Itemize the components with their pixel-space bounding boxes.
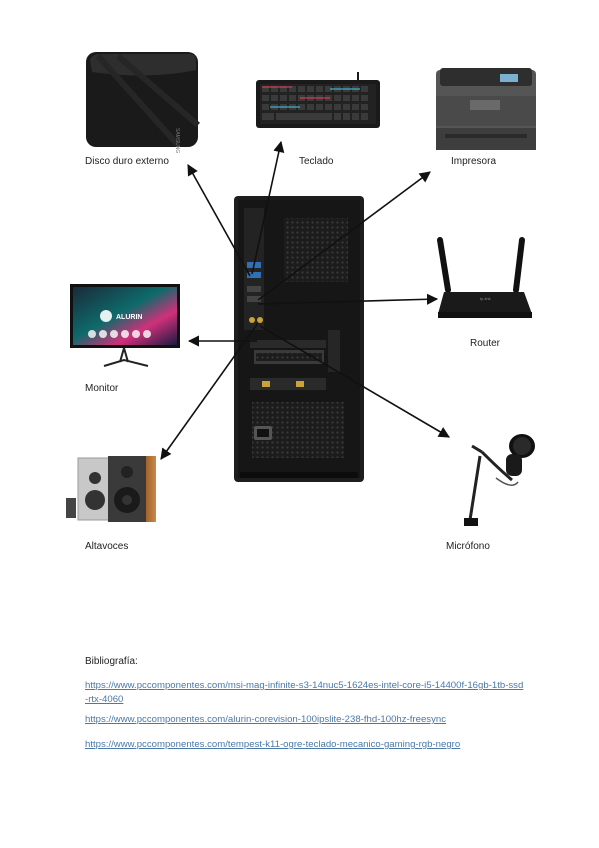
bibliography-link-3[interactable]: https://www.pccomponentes.com/tempest-k1…: [85, 739, 461, 750]
arrow-to-printer: [257, 171, 431, 301]
label-disk: Disco duro externo: [85, 156, 169, 167]
arrow-to-speakers: [160, 322, 259, 460]
microphone-image: [464, 434, 535, 526]
arrow-to-microphone: [259, 325, 450, 438]
monitor-brand-text: ALURIN: [116, 314, 142, 321]
label-speakers: Altavoces: [85, 541, 129, 552]
label-printer: Impresora: [451, 156, 497, 167]
label-router: Router: [470, 338, 501, 349]
router-image: tp-link: [437, 237, 532, 318]
speakers-image: [66, 456, 156, 522]
arrow-to-disk: [187, 164, 251, 277]
pc-tower-image: [234, 196, 364, 482]
keyboard-image: [256, 72, 380, 128]
label-keyboard: Teclado: [299, 156, 334, 167]
external-disk-image: SAMSUNG: [86, 52, 200, 153]
arrow-to-keyboard: [251, 140, 285, 275]
bibliography-link-1[interactable]: https://www.pccomponentes.com/msi-mag-in…: [85, 680, 524, 705]
connection-arrows: [160, 140, 450, 460]
printer-image: [436, 68, 536, 150]
monitor-image: ALURIN: [70, 284, 180, 367]
router-brand-text: tp-link: [480, 296, 491, 301]
label-monitor: Monitor: [85, 383, 119, 394]
arrow-to-router: [257, 293, 439, 305]
bibliography-link-2[interactable]: https://www.pccomponentes.com/alurin-cor…: [85, 714, 447, 725]
label-microphone: Micrófono: [446, 541, 490, 552]
disk-brand-text: SAMSUNG: [174, 128, 180, 153]
bibliography-title: Bibliografía:: [85, 656, 138, 667]
